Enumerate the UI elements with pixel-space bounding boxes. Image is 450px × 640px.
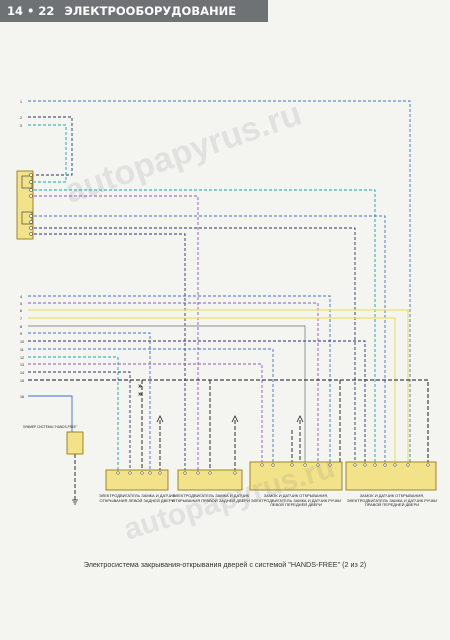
- pin-label: 14: [20, 371, 24, 375]
- figure-caption: Электросистема закрывания-открывания две…: [83, 560, 367, 569]
- svg-text:»: »: [138, 383, 142, 390]
- pin-label: 2: [20, 116, 22, 120]
- buzzer-box: [66, 431, 84, 455]
- wire-9: [28, 332, 151, 470]
- wire-4: [28, 295, 331, 462]
- pin-label: 7: [20, 317, 22, 321]
- pin-label: 16: [20, 395, 24, 399]
- wire-11: [28, 348, 274, 462]
- pin-label: 15: [20, 379, 24, 383]
- page-number: 14 • 22: [7, 4, 55, 18]
- pin-label: 5: [20, 302, 22, 306]
- section-title: ЭЛЕКТРООБОРУДОВАНИЕ: [64, 4, 237, 18]
- pin-label: 11: [20, 348, 24, 352]
- pin-label: 10: [20, 340, 24, 344]
- wire-7: [28, 317, 396, 462]
- wire-2: [28, 116, 73, 176]
- wire-13: [28, 363, 263, 462]
- wire-8: [28, 325, 306, 462]
- pin-label: 6: [20, 309, 22, 313]
- pin-label: 1: [20, 100, 22, 104]
- pin-label: 4: [20, 295, 22, 299]
- wire-c1: [34, 189, 376, 470]
- wire-1: [28, 100, 411, 470]
- rear-left-label: ЭЛЕКТРОДВИГАТЕЛЬ ЗАМКА И ДАТЧИК ОТКРЫВАН…: [98, 494, 176, 503]
- svg-text:»: »: [138, 391, 142, 398]
- wire-5: [28, 302, 319, 462]
- front-right-box: [345, 461, 437, 491]
- wire-c5: [34, 233, 186, 470]
- wire-10: [28, 340, 366, 470]
- wire-c2: [34, 195, 199, 470]
- wire-15: [28, 379, 429, 462]
- front-left-box: [249, 461, 343, 491]
- pin-label: 12: [20, 356, 24, 360]
- wire-12: [28, 356, 119, 470]
- ground-bus: [141, 380, 341, 470]
- rear-right-label: ЭЛЕКТРОДВИГАТЕЛЬ ЗАМКА И ДАТЧИК ОТКРЫВАН…: [172, 494, 250, 503]
- pin-label: 8: [20, 325, 22, 329]
- pin-label: 9: [20, 332, 22, 336]
- buzzer-label: ЗУММЕР СИСТЕМЫ "HANDS-FREE": [23, 425, 78, 429]
- wire-16: [28, 395, 73, 432]
- pin-label: 3: [20, 124, 22, 128]
- wire-c4: [34, 227, 356, 470]
- pin-label: 13: [20, 363, 24, 367]
- wire-3: [28, 124, 67, 183]
- rear-left-box: [105, 469, 169, 491]
- front-left-label: ЗАМОК И ДАТЧИК ОТКРЫВАНИЯ, ЭЛЕКТРОДВИГАТ…: [250, 494, 342, 508]
- front-right-label: ЗАМОК И ДАТЧИК ОТКРЫВАНИЯ, ЭЛЕКТРОДВИГАТ…: [346, 494, 438, 508]
- rear-right-box: [177, 469, 243, 491]
- wire-14: [28, 371, 131, 470]
- page-header: 14 • 22 ЭЛЕКТРООБОРУДОВАНИЕ: [0, 0, 268, 22]
- wire-c3: [34, 215, 386, 470]
- wire-6: [28, 309, 409, 462]
